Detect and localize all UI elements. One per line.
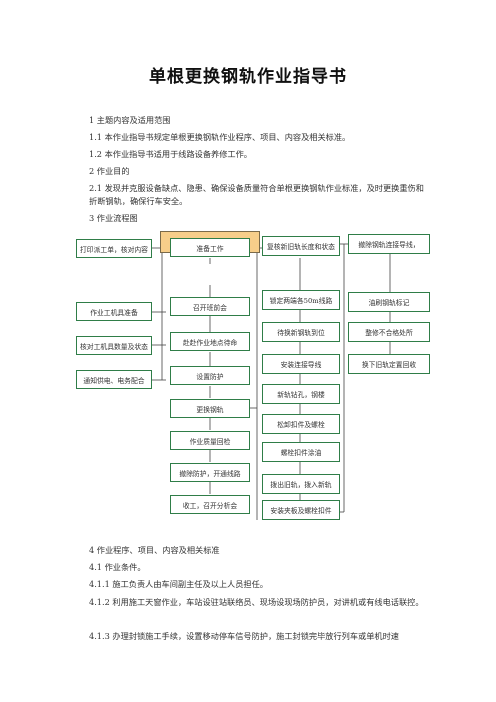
section-heading-4: 4 作业程序、项目、内容及相关标准 xyxy=(89,545,220,555)
section-heading-1: 1 主题内容及适用范围 xyxy=(89,115,171,125)
flow-main-box-3: 赴赴作业地点待命 xyxy=(170,332,250,351)
flow-col4-box-2: 油刷钢轨标记 xyxy=(348,292,430,312)
flow-col3-box-3: 待换新钢轨到位 xyxy=(262,322,340,342)
flow-col3-box-4: 安装连接导线 xyxy=(262,354,340,374)
flow-col3-box-2: 锁定两端各50m线路 xyxy=(262,290,340,310)
flow-col4-box-4: 换下旧轨定置回收 xyxy=(348,354,430,374)
flow-col3-box-8: 拨出旧轨，拨入新轨 xyxy=(262,474,340,494)
flow-left-box-4: 通知供电、电务配合 xyxy=(76,370,152,389)
paragraph-4-1: 4.1 作业条件。 xyxy=(89,562,146,572)
section-heading-3: 3 作业流程图 xyxy=(89,213,138,223)
document-title: 单根更换钢轨作业指导书 xyxy=(149,67,347,87)
flow-col3-box-1: 复核新旧轨长度和状态 xyxy=(262,236,340,256)
flow-main-box-6: 作业质量回检 xyxy=(170,431,250,450)
paragraph-1-1: 1.1 本作业指导书规定单根更换钢轨作业程序、项目、内容及相关标准。 xyxy=(89,132,351,142)
flow-col3-box-5: 新轨钻孔，钢楼 xyxy=(262,384,340,404)
paragraph-4-1-1: 4.1.1 施工负责人由车间副主任及以上人员担任。 xyxy=(89,579,268,589)
flow-main-box-8: 收工，召开分析会 xyxy=(170,495,250,514)
flow-left-box-2: 作业工机具准备 xyxy=(76,302,152,321)
flow-col4-box-3: 整修不合格处所 xyxy=(348,322,430,342)
flow-left-box-1: 打印派工单，核对内容 xyxy=(76,239,152,258)
flow-main-box-4: 设置防护 xyxy=(170,366,250,385)
flow-col4-box-1: 撤除钢轨连接导线， xyxy=(348,234,430,254)
flow-main-box-2: 召开班前会 xyxy=(170,297,250,316)
flow-col3-box-9: 安装夹板及螺栓扣件 xyxy=(262,500,340,520)
flow-col3-box-7: 螺栓扣件涂油 xyxy=(262,442,340,462)
flow-main-box-7: 撤除防护，开通线路 xyxy=(170,463,250,482)
flow-col3-box-6: 松卸扣件及螺栓 xyxy=(262,414,340,434)
paragraph-4-1-3: 4.1.3 办理封锁施工手续，设置移动停车信号防护，施工封锁完毕放行列车或单机时… xyxy=(89,631,399,641)
paragraph-1-2: 1.2 本作业指导书适用于线路设备养修工作。 xyxy=(89,149,252,159)
flow-main-box-1: 准备工作 xyxy=(170,238,250,257)
flow-main-box-5: 更换钢轨 xyxy=(170,399,250,418)
section-heading-2: 2 作业目的 xyxy=(89,166,130,176)
paragraph-2-1: 2.1 发现并克服设备缺点、隐患、确保设备质量符合单根更换钢轨作业标准，及时更换… xyxy=(89,183,424,206)
flow-left-box-3: 核对工机具数量及状态 xyxy=(76,336,152,355)
paragraph-4-1-2: 4.1.2 利用施工天窗作业，车站设驻站联络员、现场设现场防护员，对讲机或有线电… xyxy=(89,597,424,607)
